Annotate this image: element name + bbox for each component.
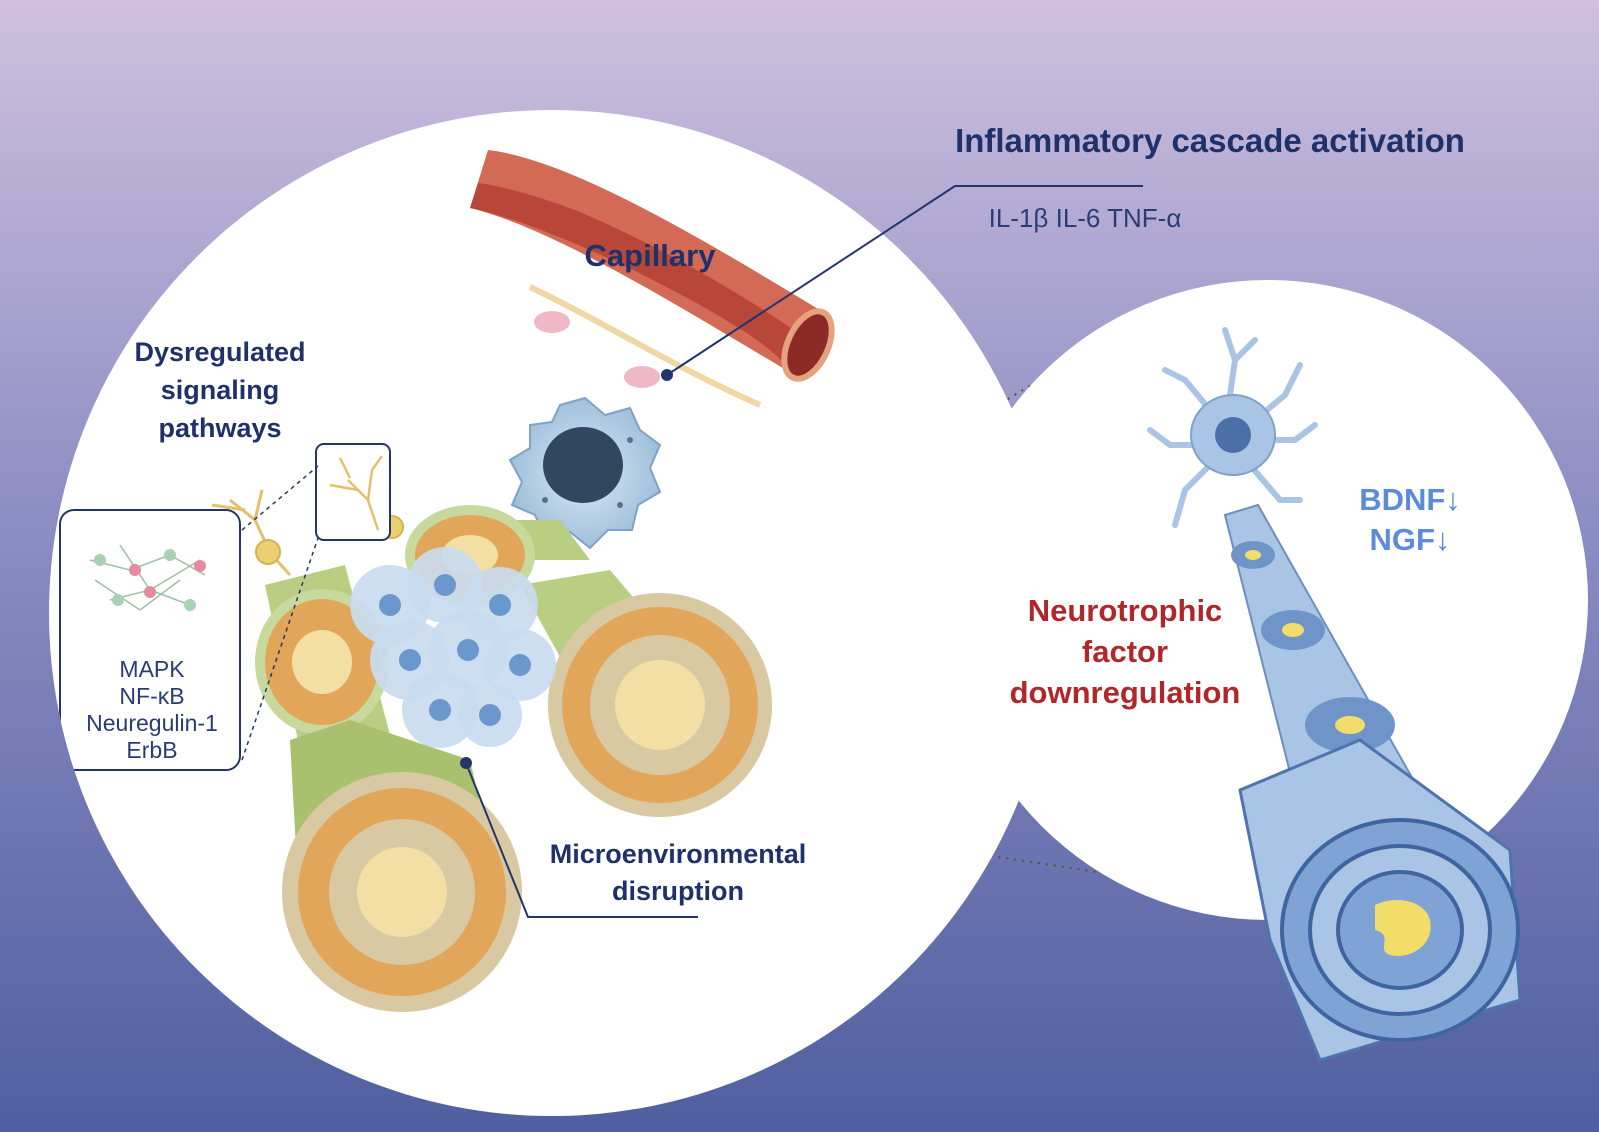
capillary-label: Capillary (584, 238, 716, 273)
microenvironment-label: Microenvironmental disruption (518, 836, 838, 910)
signaling-title: Dysregulated signaling pathways (100, 333, 340, 447)
fiber-bundle-right (520, 570, 772, 817)
neuron-nucleus (1215, 417, 1251, 453)
cytokine-list: IL-1β IL-6 TNF-α (988, 203, 1182, 233)
signaling-title-line: signaling (160, 375, 280, 405)
microenvironment-callout-line (465, 762, 698, 918)
fiber-bundle-bottom (282, 720, 522, 1012)
axon-cross-section-icon (1238, 738, 1522, 1062)
pathway-item: NF-κB (119, 683, 185, 709)
signaling-title-line: Dysregulated (134, 337, 306, 367)
dendrite-icon (329, 455, 384, 531)
inflammation-callout-line (666, 185, 1143, 376)
pathway-item: MAPK (119, 656, 185, 682)
inset-connector-bottom (241, 537, 319, 761)
pathway-item: ErbB (126, 737, 178, 763)
neurotrophic-label-line: downregulation (1009, 675, 1241, 710)
immune-cell-cluster (350, 547, 556, 748)
capillary-icon (470, 150, 835, 408)
neurotrophic-label-line: factor (1081, 634, 1169, 669)
tissue-scene (59, 150, 835, 1012)
macrophage-icon (508, 396, 662, 550)
pathway-item: Neuregulin-1 (86, 710, 218, 736)
microenvironment-callout-dot (460, 757, 472, 769)
factor-ngf: NGF↓ (1369, 522, 1451, 557)
inflammation-title: Inflammatory cascade activation (955, 122, 1465, 159)
cell-network-nodes (94, 549, 206, 611)
factor-list: BDNF↓ NGF↓ (1335, 480, 1485, 560)
neurotrophic-label-line: Neurotrophic (1027, 593, 1223, 628)
dendrite-zoom-box (315, 443, 391, 541)
microenvironment-label-line: disruption (612, 876, 744, 906)
sensory-neuron-left-body (255, 539, 281, 565)
microenvironment-label-line: Microenvironmental (549, 839, 807, 869)
signaling-title-line: pathways (158, 413, 282, 443)
neurotrophic-label: Neurotrophic factor downregulation (985, 590, 1265, 713)
inset-connector-top (241, 465, 319, 531)
pathway-list: MAPK NF-κB Neuregulin-1 ErbB (62, 656, 242, 764)
factor-bdnf: BDNF↓ (1359, 482, 1461, 517)
pathway-inset-box (59, 509, 241, 771)
